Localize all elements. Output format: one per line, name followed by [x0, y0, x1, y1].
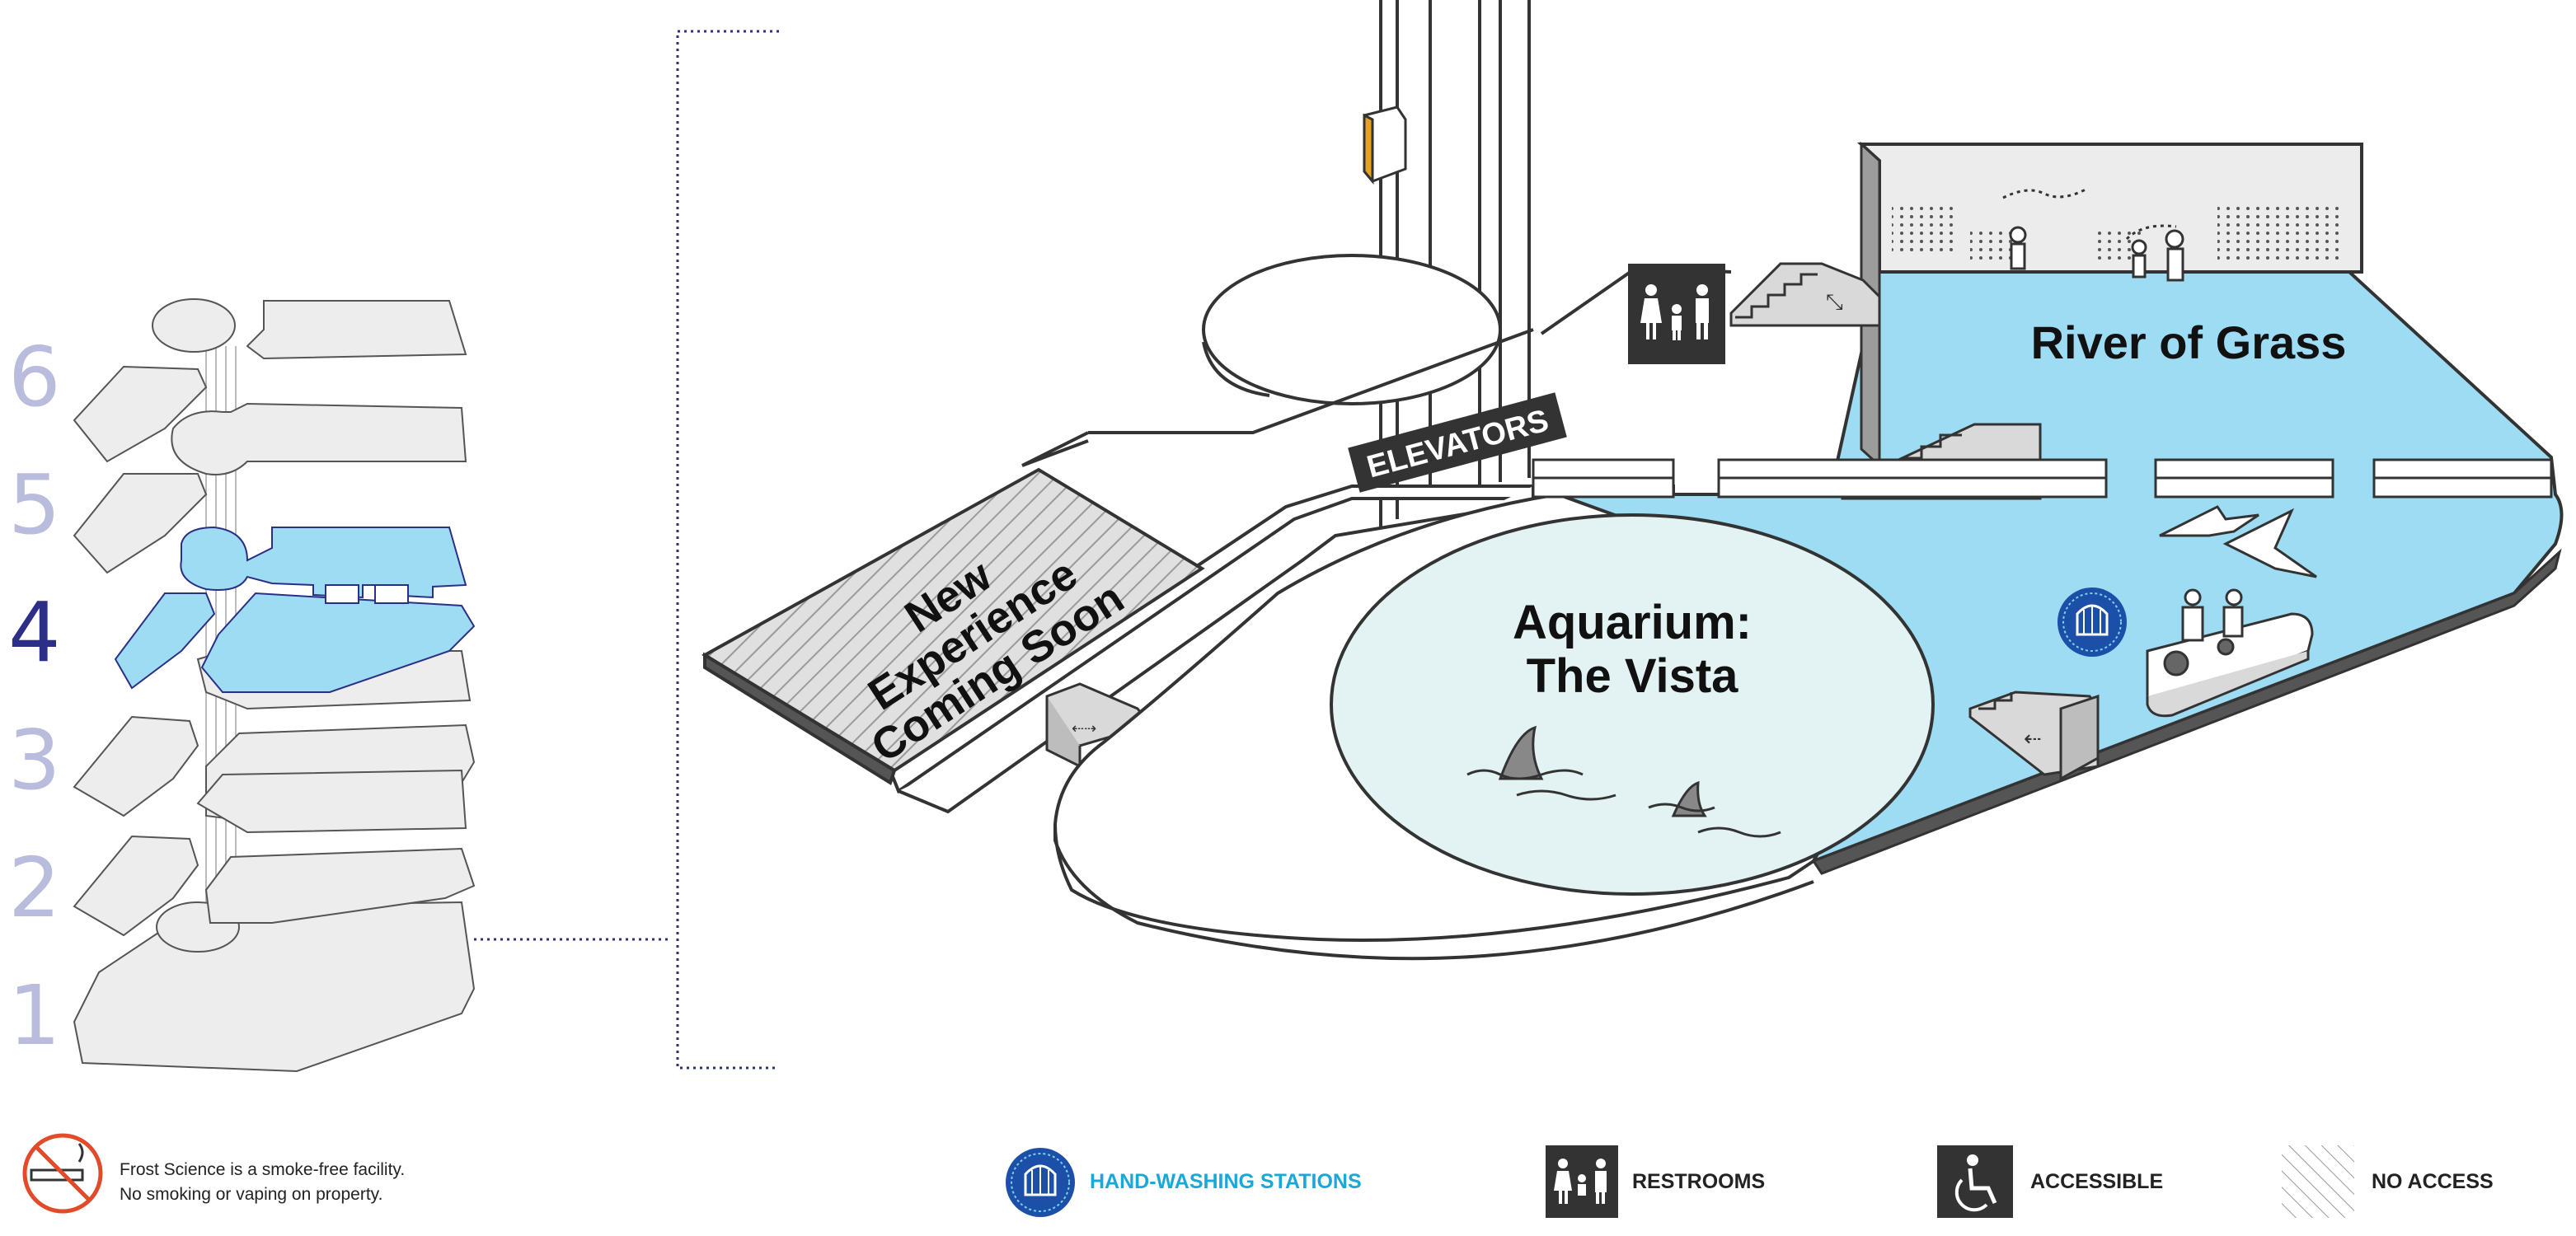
floor-3-number[interactable]: 3 [8, 712, 61, 808]
aquarium-vista-area[interactable]: Aquarium: The Vista [1330, 513, 1935, 896]
river-of-grass-label: River of Grass [2031, 316, 2347, 368]
heron-icon [2159, 505, 2317, 578]
new-experience-area[interactable]: New Experience Coming Soon [701, 467, 1205, 786]
lower-stairs-accessible[interactable]: ⇠ [1968, 691, 2100, 781]
upper-corridor [1021, 254, 1732, 467]
legend-restroom-icon [1546, 1145, 1618, 1218]
floor-selector [73, 298, 476, 1073]
svg-text:⤡: ⤡ [1826, 290, 1843, 315]
floor-2-number[interactable]: 2 [8, 840, 61, 936]
legend-hand-washing-label: HAND-WASHING STATIONS [1090, 1170, 1362, 1193]
smoke-free-notice: Frost Science is a smoke-free facility. … [120, 1158, 405, 1207]
floor-6-number[interactable]: 6 [8, 329, 61, 425]
aquarium-label-1: Aquarium: [1513, 596, 1752, 649]
floor-3-shape[interactable] [73, 715, 476, 834]
smoke-free-line-2: No smoking or vaping on property. [120, 1185, 383, 1204]
airboat-icon [2146, 588, 2314, 718]
smoke-free-line-1: Frost Science is a smoke-free facility. [120, 1160, 406, 1179]
elevator-door-sign [1363, 105, 1407, 185]
hand-washing-icon[interactable] [2058, 588, 2127, 657]
legend-no-access-label: NO ACCESS [2372, 1170, 2494, 1193]
legend-accessible-icon [1937, 1145, 2013, 1218]
river-of-grass-panel [1856, 141, 2363, 469]
svg-text:⇠⇢: ⇠⇢ [1072, 720, 1096, 737]
floor-4-detail-map: New Experience Coming Soon ⇠⇢ River of G… [701, 0, 2564, 961]
legend-restrooms-label: RESTROOMS [1632, 1170, 1766, 1193]
upper-stairs-accessible[interactable]: ⤡ [1729, 262, 1881, 327]
floor-4-shape-active[interactable] [114, 526, 476, 710]
floor-connector-bracket [474, 30, 779, 1070]
legend [22, 1133, 2354, 1218]
floor-5-number[interactable]: 5 [8, 456, 61, 553]
elevators-label: ELEVATORS [1363, 403, 1552, 485]
floor-6-shape[interactable] [73, 298, 467, 463]
restroom-icon[interactable] [1628, 264, 1725, 364]
floor-1-shape[interactable] [73, 901, 476, 1073]
aquarium-label-2: The Vista [1527, 649, 1739, 703]
no-smoking-icon [22, 1133, 103, 1214]
legend-accessible-label: ACCESSIBLE [2030, 1170, 2164, 1193]
railings [1532, 458, 2553, 499]
floor-4-number-active[interactable]: 4 [8, 584, 61, 681]
legend-hand-washing-icon [1006, 1148, 1075, 1217]
floor-5-shape[interactable] [73, 402, 467, 574]
svg-text:⇠: ⇠ [2024, 727, 2042, 751]
floor-1-number[interactable]: 1 [8, 967, 61, 1064]
floor-2-shape[interactable] [73, 835, 476, 937]
legend-no-access-icon [2282, 1145, 2354, 1218]
